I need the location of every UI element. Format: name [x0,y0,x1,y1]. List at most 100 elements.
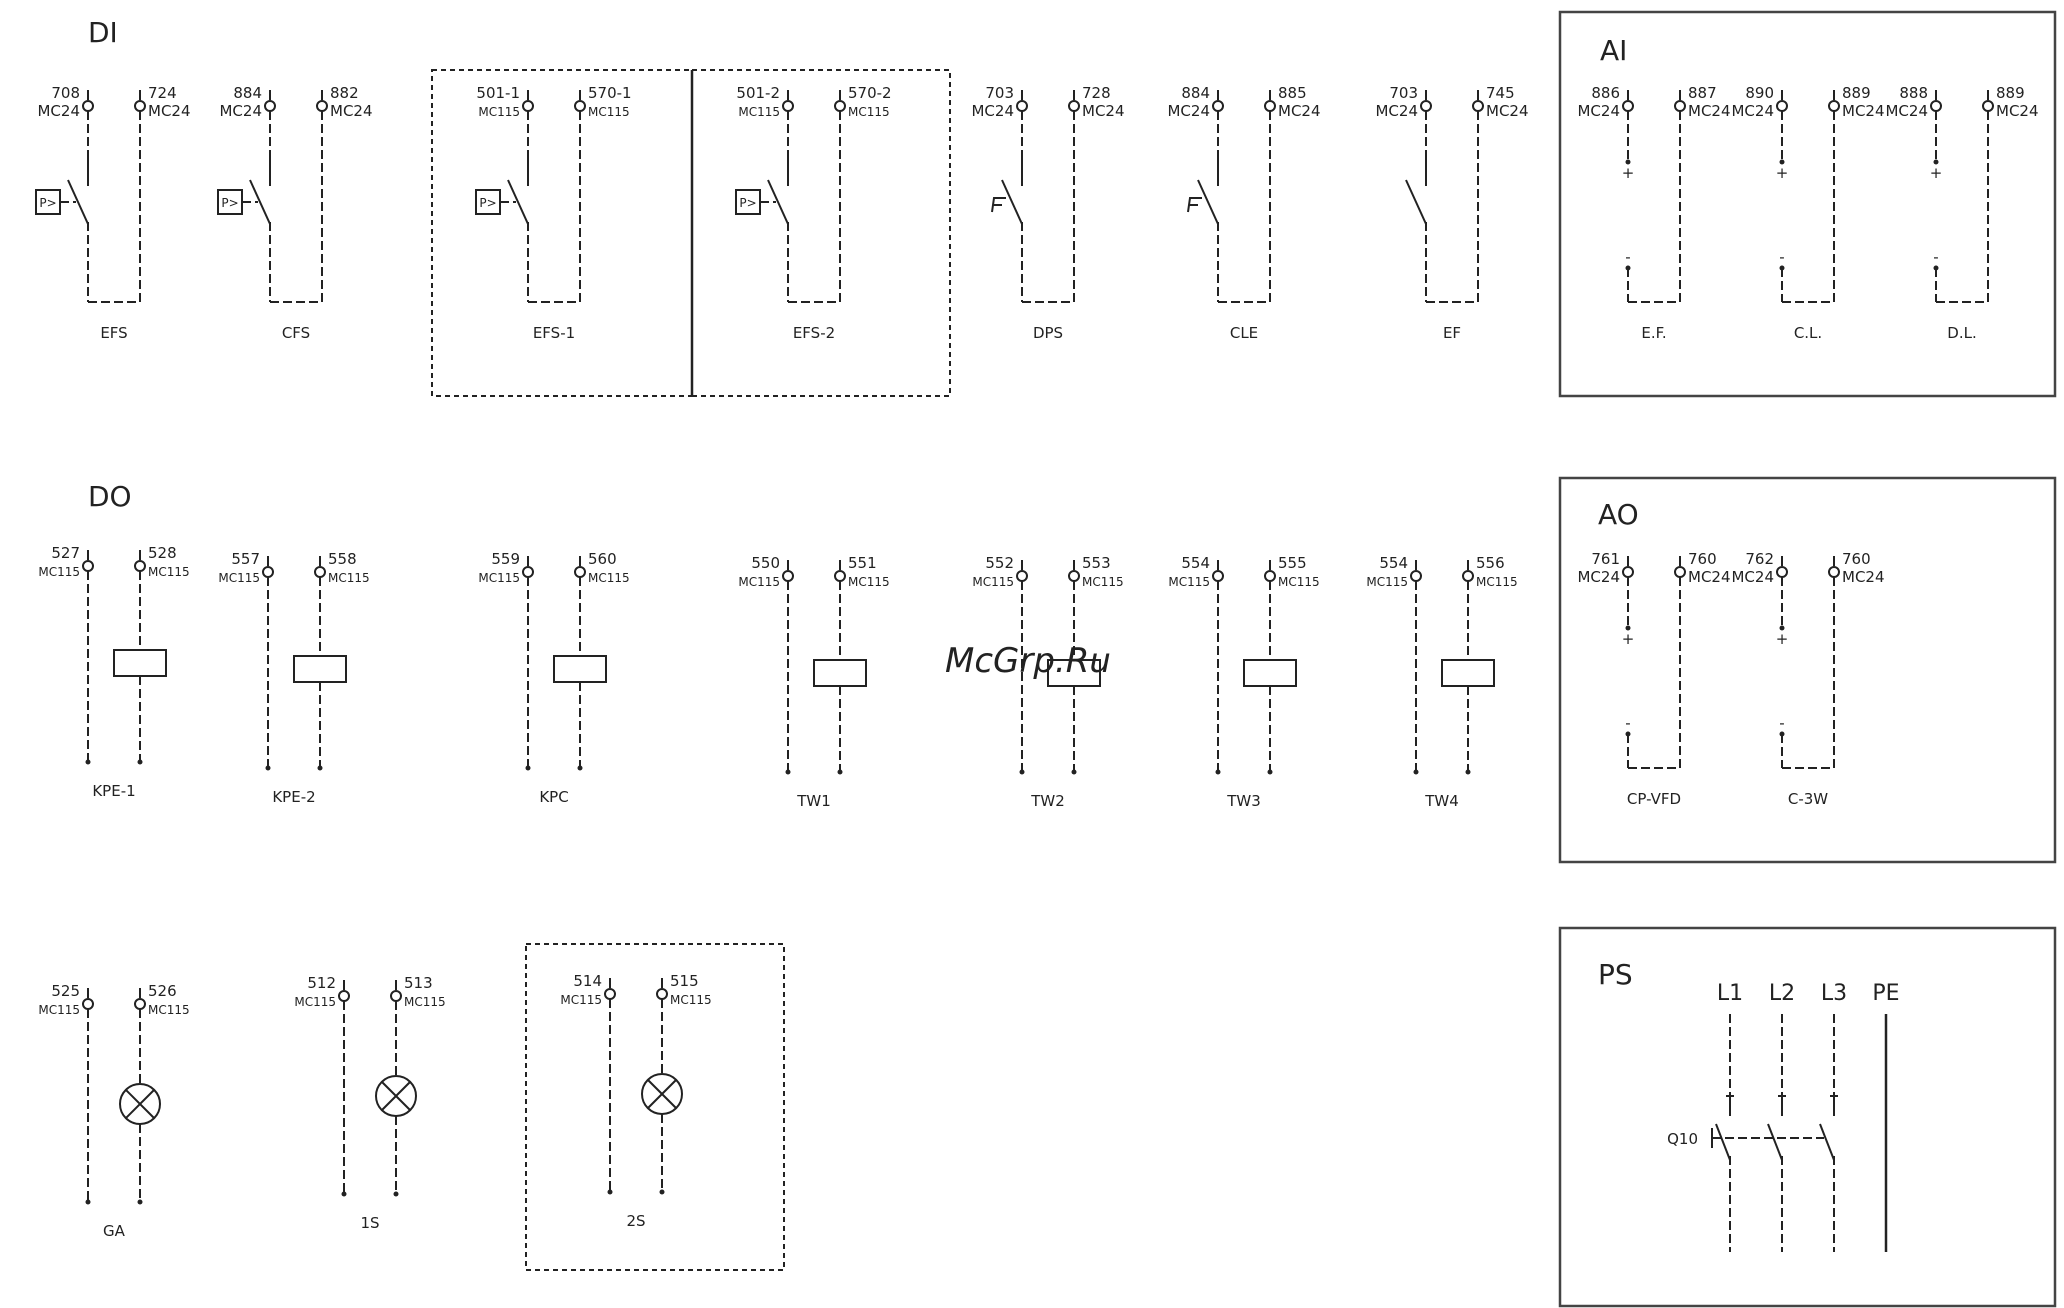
terminal-point [522,566,534,578]
terminal-point [134,560,146,572]
terminal-point [1472,100,1484,112]
di-group: 708MC24724MC24P>EFS884MC24882MC24P>CFS50… [35,84,1529,342]
terminal-number: 557 [231,550,260,568]
terminal-point [782,100,794,112]
flow-sensor-mark [991,197,1006,213]
terminal-number: 512 [307,974,336,992]
device-label: KPC [539,788,568,806]
polarity-minus: - [1779,248,1784,266]
ao-frame [1558,476,2057,864]
section-title-ao: AO [1598,498,1639,531]
terminal-number: 554 [1379,554,1408,572]
terminal-module: MC115 [670,993,712,1007]
device-label: E.F. [1641,324,1666,342]
terminal-point [82,100,94,112]
efs-1-enclosure [431,69,693,397]
terminal-module: MC115 [478,105,520,119]
terminal-point [82,560,94,572]
switch-blade [767,179,789,225]
terminal-point [1982,100,1994,112]
section-title-ps: PS [1598,958,1633,991]
end-point [525,765,531,771]
terminal-point [574,566,586,578]
terminal-point [134,998,146,1010]
terminal-module: MC115 [328,571,370,585]
end-point [1071,769,1077,775]
terminal-module: MC24 [1842,102,1885,120]
terminal-module: MC24 [1375,102,1418,120]
terminal-number: 703 [1389,84,1418,102]
terminal-point [574,100,586,112]
lamp-cross [125,1089,155,1119]
terminal-number: 884 [233,84,262,102]
terminal-module: MC115 [738,105,780,119]
device-label: C-3W [1788,790,1828,808]
end-point [137,759,143,765]
ps-frame [1558,926,2057,1308]
device-label: CP-VFD [1627,790,1681,808]
phase-line: L2 [1767,981,1795,1252]
polarity-point [1625,159,1631,165]
terminal-module: MC115 [848,575,890,589]
terminal-module: MC24 [1577,102,1620,120]
terminal-number: 762 [1745,550,1774,568]
ai-group: 886MC24887MC24+-E.F.890MC24889MC24+-C.L.… [1577,84,2038,342]
device-label: 2S [626,1212,645,1230]
terminal-module: MC24 [1167,102,1210,120]
relay-coil [1243,659,1297,687]
device-label: DPS [1033,324,1063,342]
device-label: KPE-1 [92,782,135,800]
terminal-number: 760 [1842,550,1871,568]
2s-enclosure [525,943,785,1271]
terminal-point [134,100,146,112]
terminal-point [82,998,94,1010]
terminal-module: MC24 [37,102,80,120]
pressure-sensor-label: P> [39,196,56,210]
terminal-point [1622,100,1634,112]
terminal-number: 760 [1688,550,1717,568]
polarity-plus: + [1622,630,1635,648]
device-label: KPE-2 [272,788,315,806]
terminal-number: 890 [1745,84,1774,102]
terminal-module: MC24 [219,102,262,120]
device-label: TW3 [1226,792,1261,810]
terminal-point [834,100,846,112]
phase-line: PE [1872,981,1900,1252]
end-point [85,759,91,765]
terminal-point [1212,570,1224,582]
terminal-number: 761 [1591,550,1620,568]
terminal-module: MC115 [972,575,1014,589]
ao-group: 761MC24760MC24+-CP-VFD762MC24760MC24+-C-… [1577,550,1884,808]
terminal-module: MC115 [588,105,630,119]
terminal-number: 703 [985,84,1014,102]
terminal-number: 559 [491,550,520,568]
polarity-point [1779,625,1785,631]
terminal-module: MC24 [1842,568,1885,586]
terminal-module: MC24 [1082,102,1125,120]
terminal-module: MC24 [1688,102,1731,120]
switch-blade [249,179,271,225]
terminal-module: MC24 [1688,568,1731,586]
terminal-number: 551 [848,554,877,572]
terminal-point [262,566,274,578]
terminal-number: 745 [1486,84,1515,102]
breaker-blade [1767,1123,1783,1161]
terminal-number: 889 [1996,84,2025,102]
terminal-point [834,570,846,582]
terminal-module: MC24 [1486,102,1529,120]
polarity-plus: + [1776,164,1789,182]
terminal-point [1776,566,1788,578]
polarity-point [1933,159,1939,165]
terminal-module: MC115 [1082,575,1124,589]
lamp-cross [381,1081,411,1111]
end-point [85,1199,91,1205]
